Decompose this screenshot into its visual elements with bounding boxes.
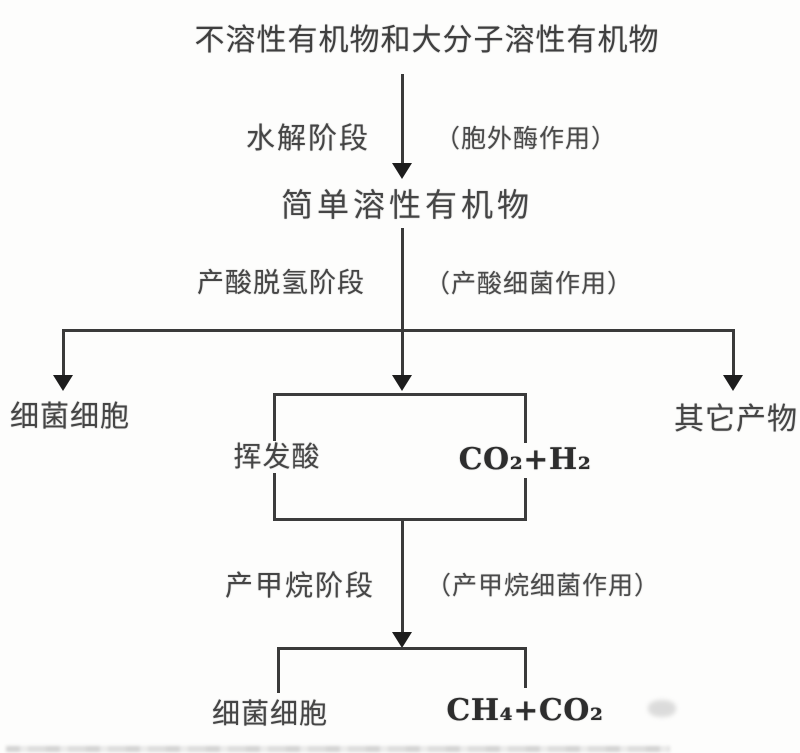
product-left-label: 细菌细胞: [211, 697, 329, 730]
branch-right-arrowhead-icon: [723, 375, 743, 391]
products-bracket-right-drop: [524, 647, 527, 688]
branch-right-label: 其它产物: [674, 402, 798, 437]
hydrolysis-agent-label: （胞外酶作用）: [434, 124, 618, 153]
box-label-volatile-acid: 挥发酸: [226, 440, 328, 474]
branch-horizontal-line: [62, 329, 735, 332]
watermark-smudge: [648, 700, 676, 717]
acidogenesis-agent-label: （产酸细菌作用）: [424, 269, 634, 298]
hydrolysis-arrowhead-icon: [392, 163, 412, 179]
acidogenesis-stage-label: 产酸脱氢阶段: [197, 268, 365, 299]
box-label-co2-h2: CO₂+H₂: [451, 442, 599, 478]
methanogenesis-line: [401, 521, 404, 635]
node-simple-organics: 简单溶性有机物: [280, 186, 534, 224]
products-bracket-left-drop: [277, 647, 280, 693]
acidogenesis-line: [401, 228, 404, 376]
products-bracket-line: [277, 647, 527, 650]
hydrolysis-stage-label: 水解阶段: [245, 121, 371, 155]
branch-left-line: [62, 329, 65, 375]
branch-left-arrowhead-icon: [53, 375, 73, 391]
methanogenesis-arrowhead-icon: [392, 632, 412, 648]
diagram-title: 不溶性有机物和大分子溶性有机物: [194, 23, 660, 58]
methanogenesis-agent-label: （产甲烷细菌作用）: [425, 571, 661, 600]
branch-left-label: 细菌细胞: [9, 399, 131, 433]
branch-center-arrowhead-icon: [392, 375, 412, 391]
hydrolysis-arrow-shaft: [401, 74, 404, 166]
branch-right-line: [732, 329, 735, 375]
methanogenesis-stage-label: 产甲烷阶段: [224, 569, 376, 602]
product-right-label: CH₄+CO₂: [446, 693, 604, 728]
scan-artifact-band: [6, 746, 670, 752]
